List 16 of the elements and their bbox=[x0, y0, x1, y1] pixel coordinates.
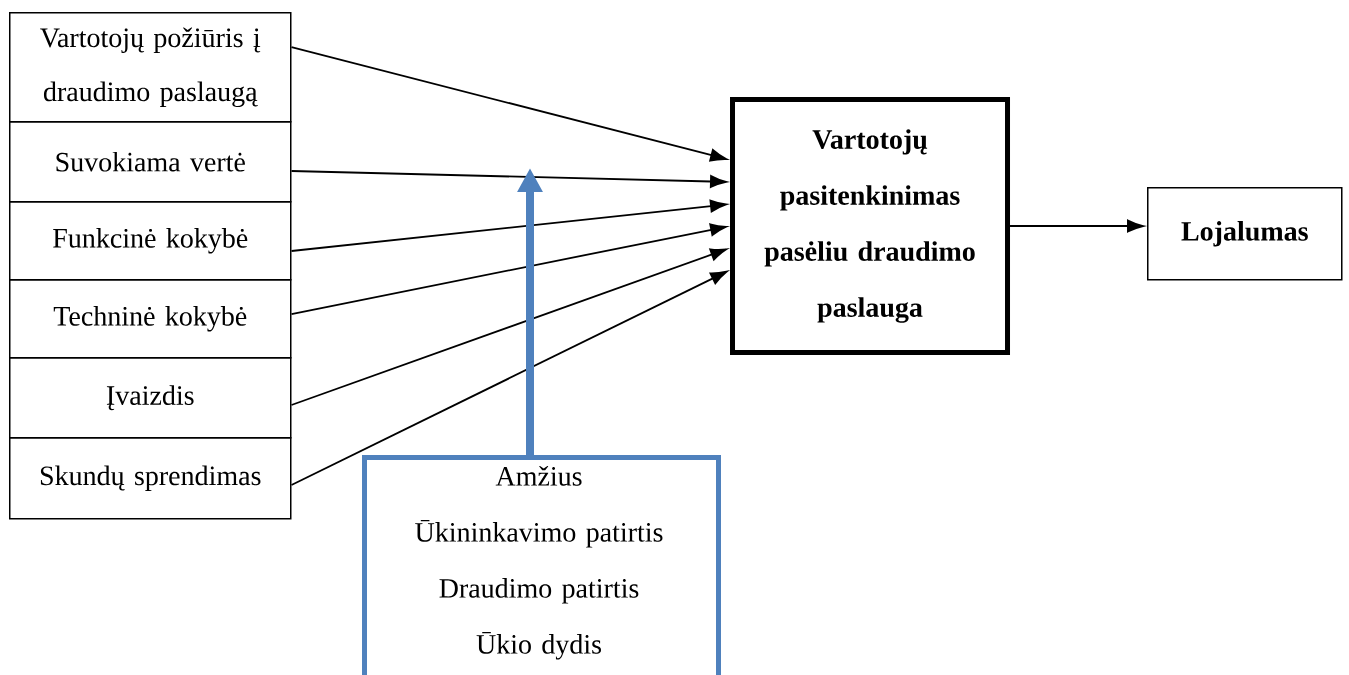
text-box: Funkcinė kokybė bbox=[9, 201, 292, 281]
arrow bbox=[290, 170, 727, 188]
factor-box: Amžius Ūkininkavimo patirtis Draudimo patirtis Ūkio dydis bbox=[362, 455, 721, 675]
arrow bbox=[290, 248, 728, 406]
arrow bbox=[1009, 219, 1144, 233]
text-box: Skundų sprendimas bbox=[9, 437, 292, 520]
text-box: Techninė kokybė bbox=[9, 279, 292, 359]
arrow bbox=[290, 199, 727, 252]
outcome-box: Lojalumas bbox=[1147, 187, 1343, 281]
arrow bbox=[290, 270, 728, 486]
arrow bbox=[290, 46, 728, 162]
text-box: Vartotojų požiūris į draudimo paslaugą bbox=[9, 12, 292, 123]
arrow bbox=[290, 223, 728, 315]
text-box: Įvaizdis bbox=[9, 357, 292, 439]
text-box: Suvokiama vertė bbox=[9, 121, 292, 203]
outcome-box: Vartotojų pasitenkinimas pasėliu draudimo paslauga bbox=[730, 97, 1010, 355]
